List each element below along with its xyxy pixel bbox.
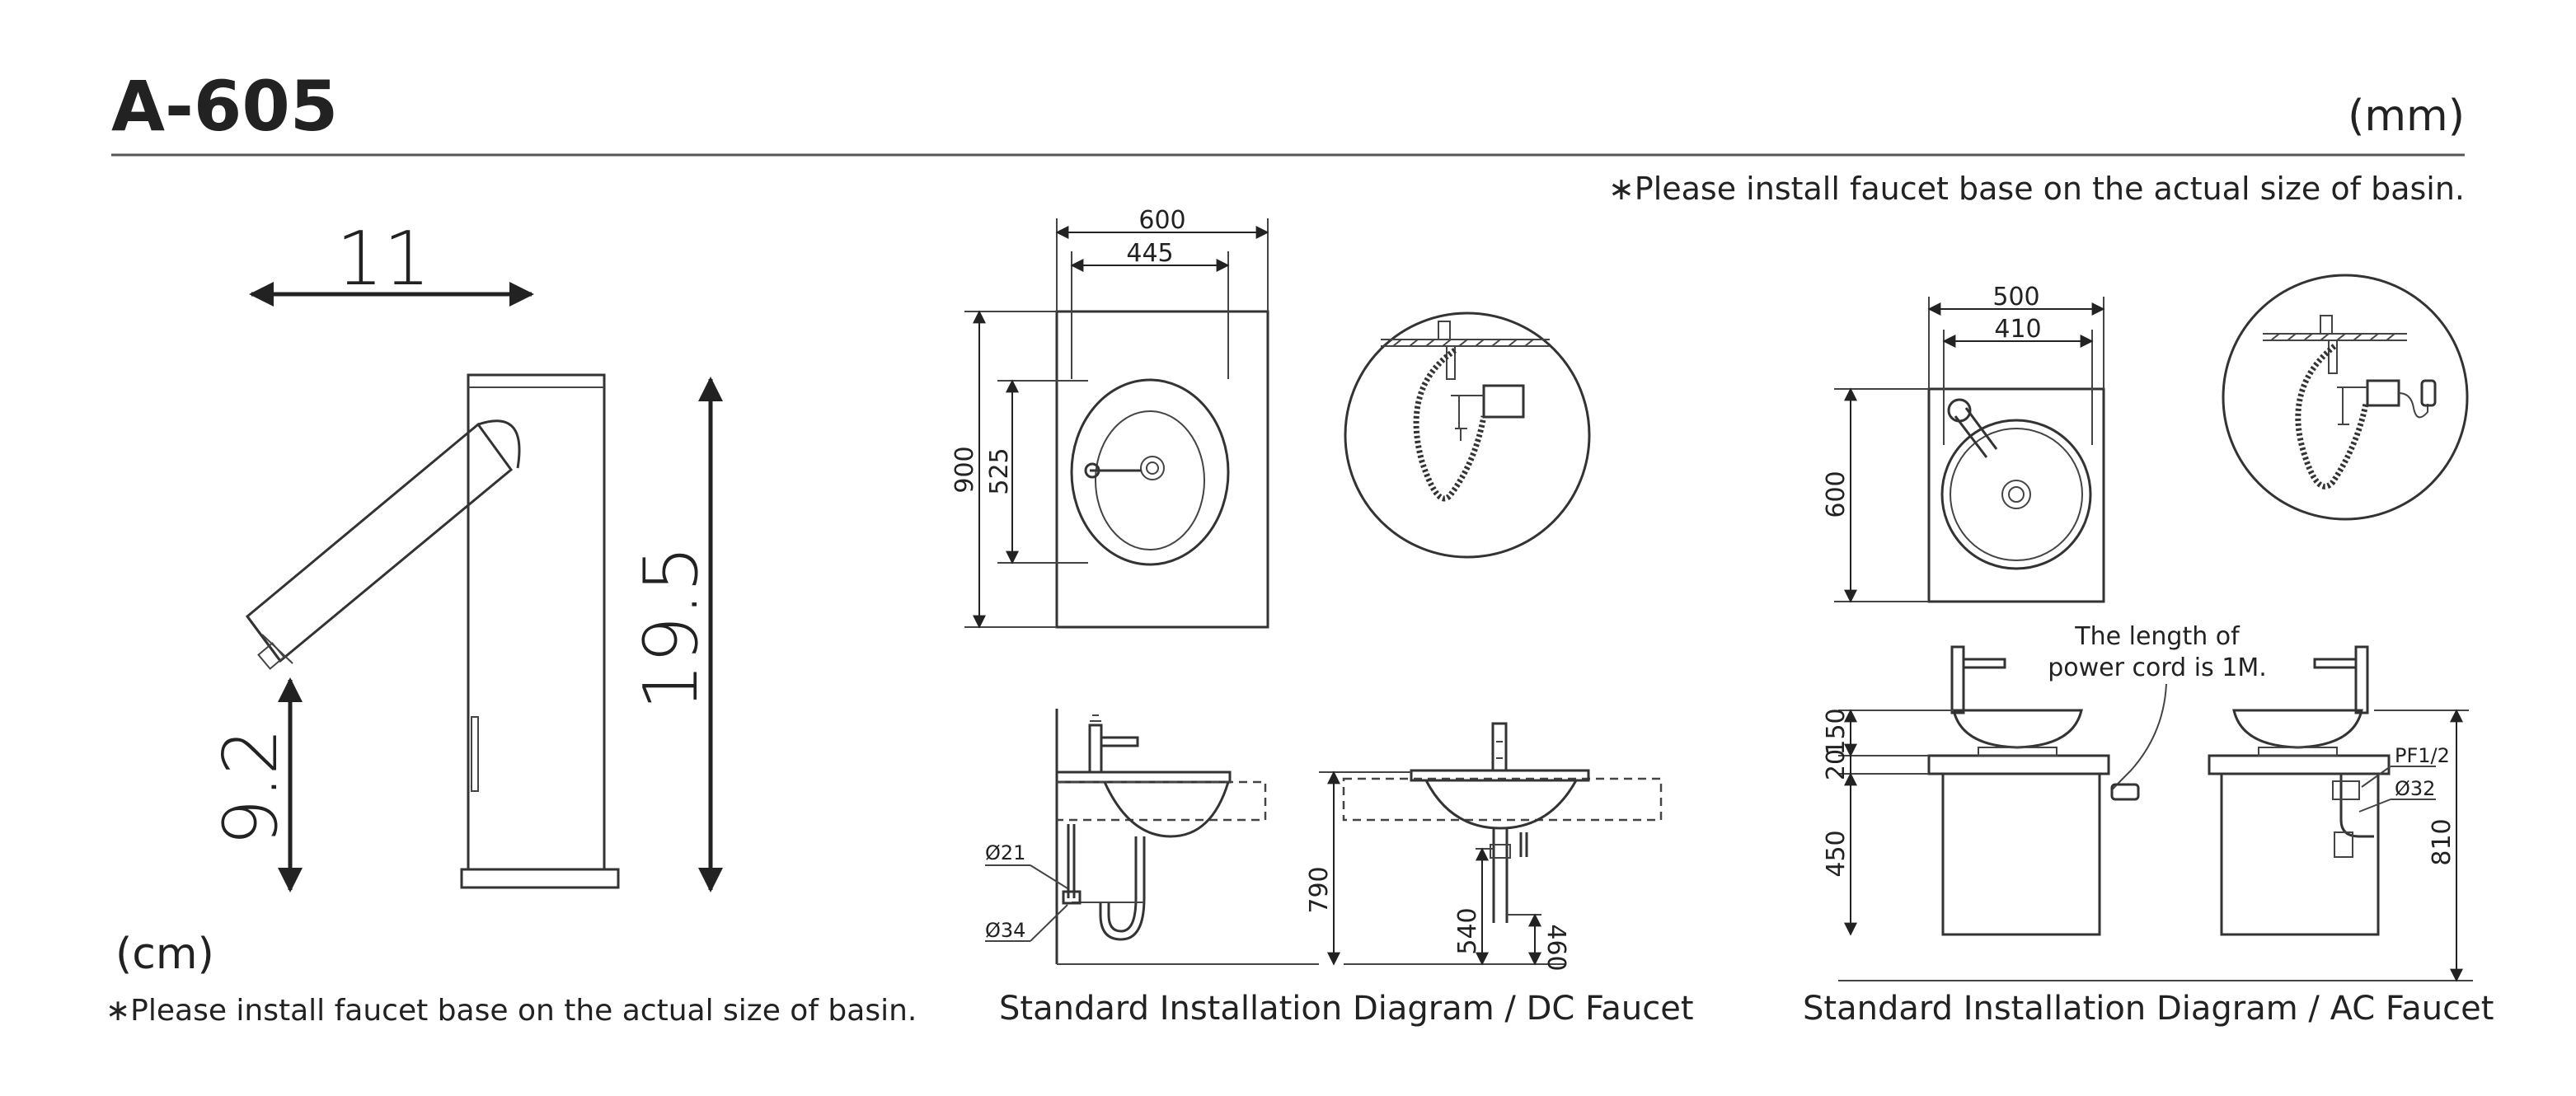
unit-label-cm: (cm) (115, 930, 214, 979)
width-dimension-label: 11 (336, 216, 431, 302)
ac-caption: Standard Installation Diagram / AC Fauce… (1803, 990, 2494, 1028)
dc-dim-600: 600 (1138, 206, 1185, 235)
dc-dim-900: 900 (950, 446, 979, 493)
ac-counter-outline (1927, 387, 2105, 603)
ac-dim-phi32: Ø32 (2395, 777, 2435, 800)
dc-detail-circle (1344, 311, 1591, 559)
dc-dim-540: 540 (1453, 907, 1482, 954)
ac-dim-pf12: PF1/2 (2395, 744, 2450, 767)
ac-round-basin (1940, 419, 2092, 570)
spout-height-dimension-label: 9.2 (208, 728, 294, 845)
ac-dim-410: 410 (1994, 315, 2041, 344)
ac-side-elevation: The length of power cord is 1M. 150 20 4… (1822, 622, 2473, 982)
dc-dim-525: 525 (985, 447, 1014, 494)
ac-cord-note-line2: power cord is 1M. (2048, 653, 2267, 682)
dc-top-view: 600 445 900 525 (950, 206, 1269, 629)
ac-dim-600: 600 (1822, 471, 1851, 518)
install-note-left: ∗Please install faucet base on the actua… (106, 994, 917, 1028)
dc-dim-445: 445 (1126, 239, 1173, 268)
faucet-body (467, 373, 606, 871)
ac-dim-450: 450 (1822, 830, 1851, 877)
faucet-sensor-window (471, 716, 479, 792)
install-note-top: ∗Please install faucet base on the actua… (1608, 171, 2465, 207)
height-dimension-label: 19.5 (628, 546, 715, 710)
dc-dim-460: 460 (1541, 924, 1570, 971)
unit-label-mm: (mm) (2348, 91, 2465, 141)
dc-side-elevation: Ø21 Ø34 790 540 460 (985, 709, 1663, 972)
dc-caption: Standard Installation Diagram / DC Fauce… (999, 990, 1694, 1028)
faucet-profile-drawing: 11 19.5 9.2 (208, 216, 723, 892)
faucet-base (460, 868, 620, 889)
product-title: A-605 (111, 66, 338, 147)
ac-top-view: 500 410 600 (1822, 283, 2105, 603)
dc-dim-phi21: Ø21 (985, 841, 1025, 864)
dc-dim-790: 790 (1305, 866, 1334, 913)
ac-dim-150: 150 (1822, 708, 1851, 755)
dc-counter-outline (1055, 310, 1269, 629)
dc-dim-phi34: Ø34 (985, 919, 1025, 942)
dc-oval-basin (1070, 378, 1230, 566)
ac-dim-500: 500 (1992, 283, 2039, 311)
ac-dim-20: 20 (1822, 749, 1851, 780)
ac-drain (2001, 480, 2031, 509)
faucet-spout (245, 419, 521, 670)
ac-detail-circle (2222, 274, 2469, 521)
ac-dim-810: 810 (2428, 818, 2456, 865)
ac-cord-note-line1: The length of (2074, 622, 2241, 651)
dc-drain (1140, 456, 1165, 480)
